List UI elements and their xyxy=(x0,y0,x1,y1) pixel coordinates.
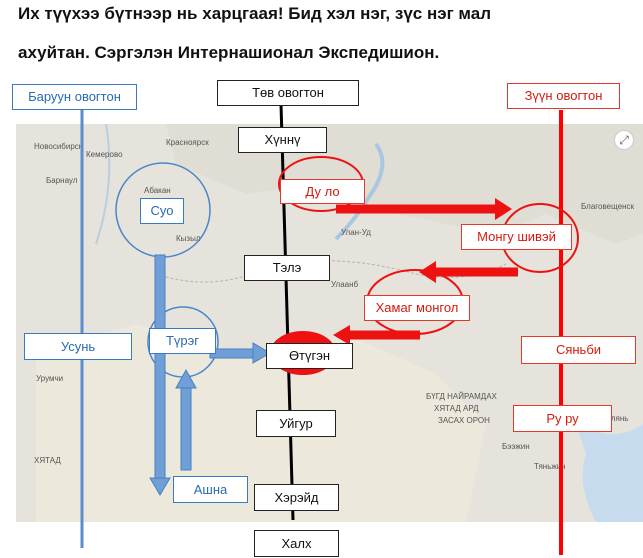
map-label-tianjin: Тяньжин xyxy=(534,462,566,471)
title-line-2: ахуйтан. Сэргэлэн Интернашионал Экспедиш… xyxy=(18,43,440,62)
tribe-ashna: Ашна xyxy=(173,476,248,503)
map-label-dalian: Далянь xyxy=(601,414,629,423)
east-column-header: Зүүн овогтон xyxy=(507,83,620,109)
map-label-abakan: Абакан xyxy=(144,186,171,195)
tribe-suo: Суо xyxy=(140,198,184,224)
center-line xyxy=(279,103,295,521)
tribe-otugen: Өтүгэн xyxy=(266,343,353,369)
map-label-kemerovo: Кемерово xyxy=(86,150,123,159)
map-label-krasnoyarsk: Красноярск xyxy=(166,138,209,147)
title-line-1: Их түүхээ бүтнээр нь харцгаая! Бид хэл н… xyxy=(18,4,492,23)
tribe-hunnu: Хүннү xyxy=(238,127,327,153)
tribe-rouran: Ру ру xyxy=(513,405,612,432)
map-label-urumqi: Урумчи xyxy=(36,374,64,383)
suo-to-ashna-arrow xyxy=(154,254,166,481)
tribe-hereid: Хэрэйд xyxy=(254,484,339,511)
map-label-novosibirsk: Новосибирск xyxy=(34,142,83,151)
map-fullscreen-icon[interactable]: ⤢ xyxy=(614,130,634,150)
map-label-kyzyl: Кызыл xyxy=(176,234,201,243)
map-label-blagoveshchensk: Благовещенск xyxy=(581,202,634,211)
tribe-usun: Усунь xyxy=(24,333,132,360)
map-label-china: ХЯТАД xyxy=(34,456,61,465)
map-label-china-country: БҮГД НАЙРАМДАХ xyxy=(426,392,497,401)
tribe-uigur: Уйгур xyxy=(256,410,336,437)
map-label-beijing: Бээжин xyxy=(502,442,530,451)
tribe-khalkh: Халх xyxy=(254,530,339,557)
map-label-barnaul: Барнаул xyxy=(46,176,78,185)
center-column-header: Төв овогтон xyxy=(217,80,359,106)
tribe-turag: Түрэг xyxy=(149,328,216,354)
tribe-mongol-shiwei: Монгу шивэй xyxy=(461,224,572,250)
map-label-china-country-3: ЗАСАХ ОРОН xyxy=(438,416,490,425)
map-label-ulaanbaatar: Улаанб xyxy=(331,280,359,289)
tribe-tele: Тэлэ xyxy=(244,255,330,281)
tribe-khamag-mongol: Хамаг монгол xyxy=(364,295,470,321)
map-label-china-country-2: ХЯТАД АРД xyxy=(434,404,479,413)
tribe-xianbei: Сяньби xyxy=(521,336,636,364)
turag-to-otugen-arrow xyxy=(209,348,256,359)
map-label-ulan-ude: Улан-Уд xyxy=(341,228,371,237)
tribe-dulo: Ду ло xyxy=(280,179,365,204)
ashna-to-turag-arrow xyxy=(180,384,192,471)
west-column-header: Баруун овогтон xyxy=(12,84,137,110)
